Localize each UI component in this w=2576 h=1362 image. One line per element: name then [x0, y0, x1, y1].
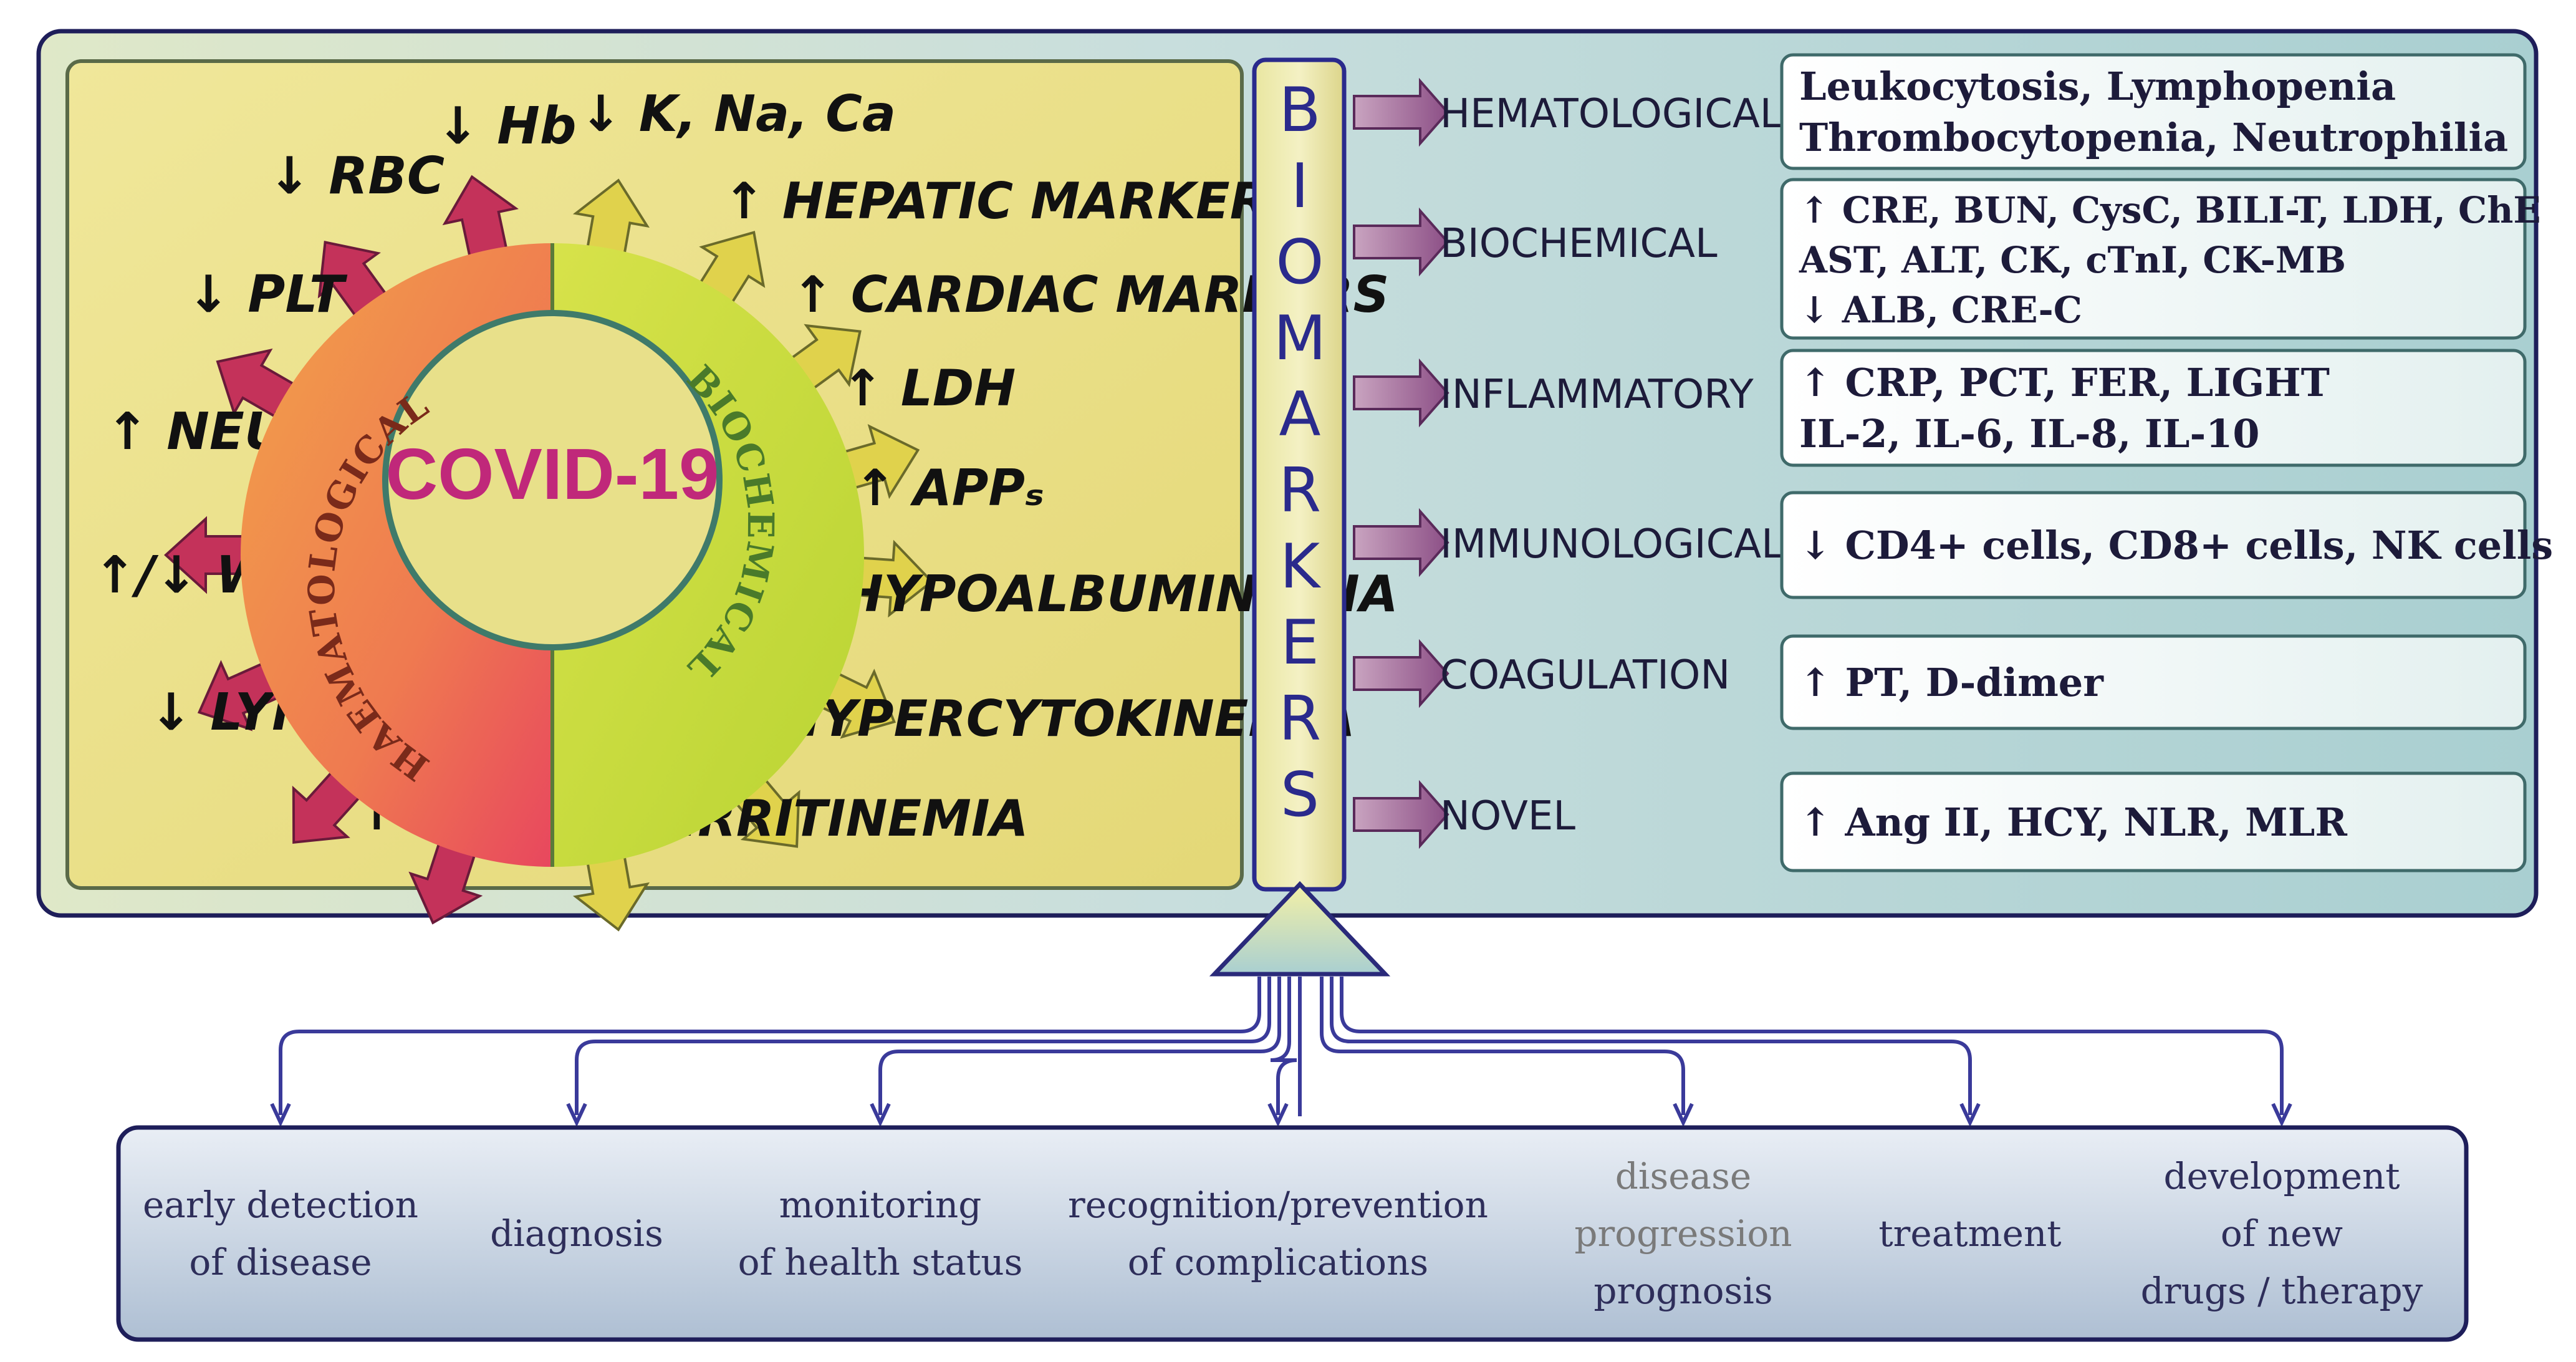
- category-name: COAGULATION: [1440, 652, 1730, 698]
- application-line: drugs / therapy: [2141, 1270, 2423, 1312]
- marker-box: [1780, 491, 2527, 599]
- marker-line: AST, ALT, CK, cTnI, CK-MB: [1799, 239, 2346, 281]
- biomarkers-letter: I: [1291, 151, 1309, 222]
- connector-line: [1270, 977, 1297, 1115]
- application-item: treatment: [1878, 1212, 2061, 1255]
- connector-line: [1320, 977, 1685, 1115]
- application-line: of complications: [1128, 1241, 1428, 1283]
- virus-body: HAEMATOLOGICAL BIOCHEMICAL COVID-19: [241, 243, 864, 867]
- application-item: monitoring of health status: [738, 1184, 1023, 1283]
- category-arrow: [1353, 358, 1449, 428]
- application-item: development of new drugs / therapy: [2141, 1155, 2423, 1312]
- applications-panel: [116, 1125, 2469, 1342]
- applications: early detection of disease diagnosis monito…: [143, 1155, 2423, 1312]
- biochemical-label-1: ↑ HEPATIC MARKERS: [723, 172, 1304, 230]
- biomarkers-letter: A: [1279, 379, 1320, 450]
- connector-arrowhead: [870, 1103, 891, 1128]
- category-arrow: [1353, 780, 1449, 849]
- connector-arrowhead: [1267, 1103, 1289, 1128]
- connector-line: [575, 977, 1271, 1115]
- application-line: development: [2163, 1155, 2400, 1197]
- connector-arrowhead: [2271, 1103, 2292, 1128]
- category-arrow: [1353, 207, 1449, 277]
- application-item: diagnosis: [490, 1212, 663, 1255]
- biomarkers-letter: K: [1280, 531, 1322, 602]
- marker-box: [1780, 349, 2527, 467]
- application-line: progression: [1574, 1212, 1792, 1255]
- application-line: diagnosis: [490, 1212, 663, 1255]
- application-line: monitoring: [779, 1184, 982, 1226]
- connector-arrowhead: [270, 1103, 291, 1128]
- marker-box: [1780, 53, 2527, 170]
- biomarkers-letter: B: [1279, 75, 1320, 146]
- application-item: disease progression prognosis: [1574, 1155, 1792, 1312]
- application-line: of new: [2221, 1212, 2343, 1255]
- category-name: INFLAMMATORY: [1440, 372, 1754, 418]
- connector-line: [878, 977, 1281, 1115]
- marker-box: [1780, 771, 2527, 872]
- category-name: BIOCHEMICAL: [1440, 221, 1718, 267]
- connector-line: [279, 977, 1261, 1115]
- application-line: treatment: [1878, 1212, 2061, 1255]
- category-name: NOVEL: [1440, 793, 1575, 839]
- application-connectors: [270, 977, 2292, 1128]
- connector-line: [1330, 977, 1972, 1115]
- biomarkers-letter: S: [1281, 760, 1319, 831]
- application-line: of disease: [189, 1241, 372, 1283]
- virus-title: COVID-19: [385, 433, 719, 514]
- marker-line: Thrombocytopenia, Neutrophilia: [1799, 115, 2508, 160]
- marker-line: IL-2, IL-6, IL-8, IL-10: [1799, 411, 2260, 456]
- category-rows: HEMATOLOGICAL Leukocytosis, LymphopeniaTh…: [1353, 53, 2553, 872]
- application-line: prognosis: [1593, 1270, 1772, 1312]
- marker-box: [1780, 178, 2527, 340]
- biomarkers-letter: M: [1274, 303, 1327, 374]
- category-arrow: [1353, 77, 1449, 147]
- marker-line: ↑ PT, D-dimer: [1799, 660, 2104, 705]
- application-line: of health status: [738, 1241, 1023, 1283]
- marker-line: ↑ CRE, BUN, CysC, BILI-T, LDH, ChE: [1799, 189, 2541, 231]
- application-item: early detection of disease: [143, 1184, 418, 1283]
- application-item: recognition/prevention of complications: [1068, 1184, 1488, 1283]
- biomarkers-letter: E: [1281, 607, 1319, 679]
- marker-line: ↑ CRP, PCT, FER, LIGHT: [1799, 360, 2330, 405]
- biomarkers-triangle: [1209, 881, 1391, 977]
- application-line: early detection: [143, 1184, 418, 1226]
- marker-line: ↑ Ang II, HCY, NLR, MLR: [1799, 799, 2347, 845]
- marker-line: Leukocytosis, Lymphopenia: [1799, 64, 2396, 109]
- connector-line: [1340, 977, 2284, 1115]
- connector-arrowhead: [1673, 1103, 1694, 1128]
- virus-core: [382, 310, 723, 650]
- biochemical-label-0: ↓ K, Na, Ca: [580, 85, 896, 143]
- marker-box: [1780, 634, 2527, 730]
- haematological-label-2: ↓ PLT: [187, 265, 348, 324]
- biomarkers-letter: R: [1279, 455, 1321, 526]
- marker-line: ↓ CD4+ cells, CD8+ cells, NK cells: [1799, 523, 2553, 568]
- biomarkers-letter: R: [1279, 683, 1321, 755]
- haematological-label-0: ↓ RBC: [268, 147, 445, 206]
- marker-line: ↓ ALB, CRE-C: [1799, 289, 2082, 331]
- category-arrow: [1353, 639, 1449, 708]
- category-name: IMMUNOLOGICAL: [1440, 521, 1784, 568]
- application-line: recognition/prevention: [1068, 1184, 1488, 1226]
- connector-arrowhead: [566, 1103, 587, 1128]
- haematological-label-1: ↓ Hb: [436, 97, 577, 156]
- biochemical-label-4: ↑ APPₛ: [854, 459, 1044, 517]
- biomarkers-letter: O: [1276, 227, 1324, 298]
- biochemical-label-3: ↑ LDH: [842, 359, 1016, 417]
- category-arrow: [1353, 508, 1449, 577]
- connector-arrowhead: [1959, 1103, 1981, 1128]
- application-line: disease: [1615, 1155, 1751, 1197]
- category-name: HEMATOLOGICAL: [1440, 91, 1782, 137]
